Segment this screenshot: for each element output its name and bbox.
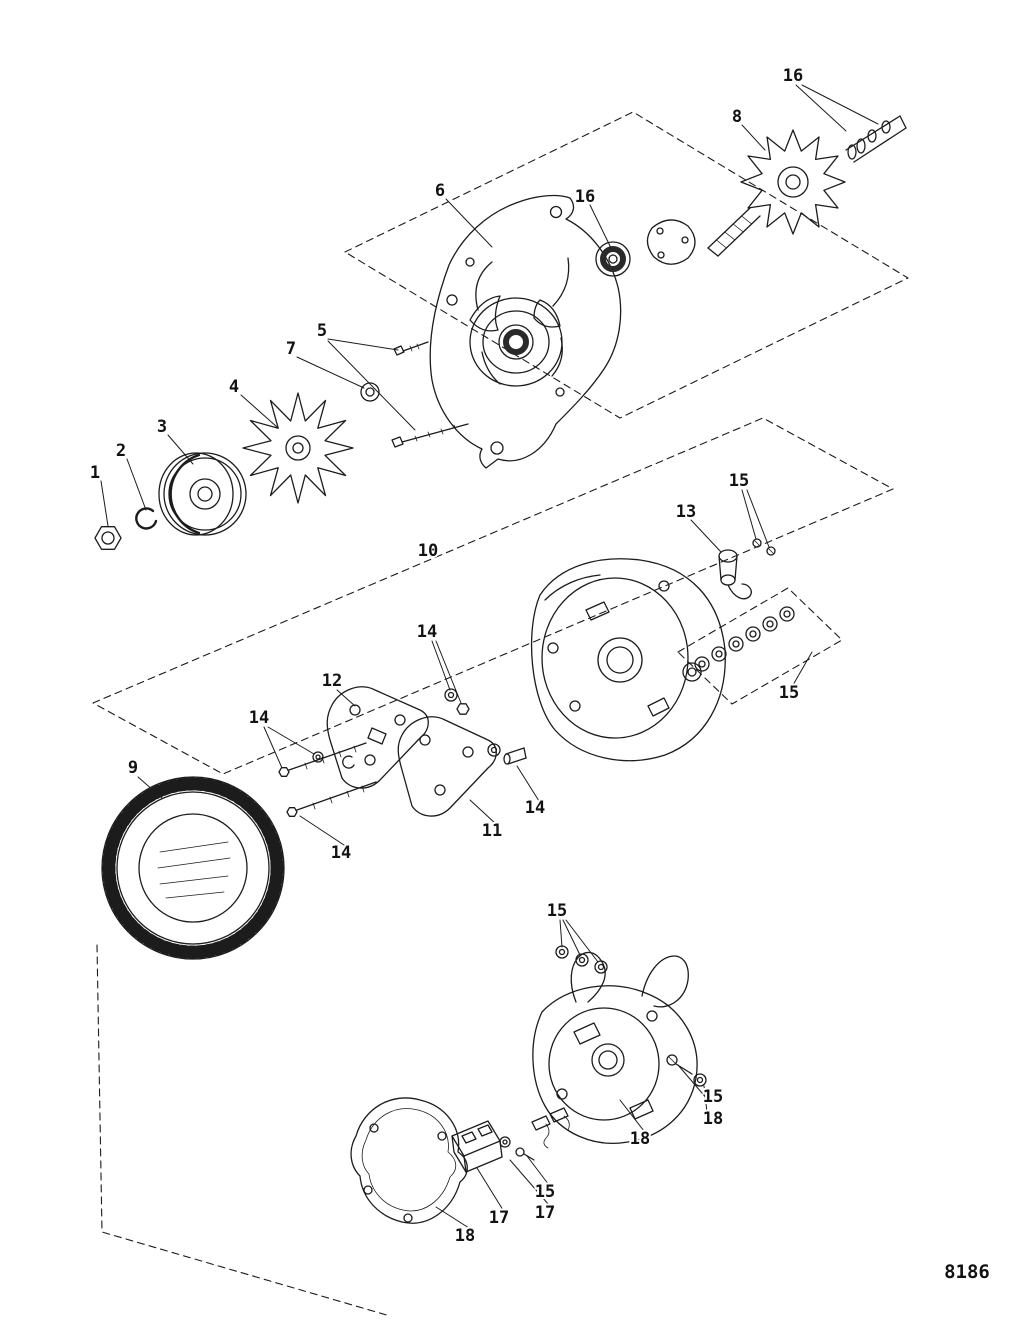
mounting-screws: [391, 341, 469, 448]
callout-15-e: 15: [535, 1182, 555, 1202]
gasket: [350, 1097, 468, 1224]
top-assembly-boundary: [344, 111, 909, 419]
callout-14-a: 14: [417, 622, 437, 642]
fan: [242, 392, 354, 504]
callout-12: 12: [322, 671, 342, 691]
housing-washers: [555, 945, 608, 974]
callout-5: 5: [317, 321, 327, 341]
bottom-assembly-boundary: [96, 944, 391, 1317]
housing-screw-washer: [666, 1054, 707, 1087]
callout-14-c: 14: [331, 843, 351, 863]
terminal-screws: [752, 538, 776, 556]
callout-7: 7: [286, 339, 296, 359]
callout-17-a: 17: [489, 1208, 509, 1228]
callout-15-d: 15: [703, 1087, 723, 1107]
callout-15-c: 15: [547, 901, 567, 921]
nut: [94, 526, 122, 550]
leader-lines: [100, 84, 879, 1229]
regulator-plate: [397, 716, 497, 817]
callout-6: 6: [435, 181, 445, 201]
lead-wires: [570, 951, 689, 1008]
callout-18-c: 18: [455, 1226, 475, 1246]
callout-10: 10: [418, 541, 438, 561]
callout-14-b: 14: [249, 708, 269, 728]
callout-9: 9: [128, 758, 138, 778]
washer-stack-boundary: [677, 587, 843, 705]
pulley: [158, 452, 247, 536]
callout-14-d: 14: [525, 798, 545, 818]
callout-2: 2: [116, 441, 126, 461]
brush-holder-plate: [326, 686, 429, 789]
small-screw-washer: [499, 1136, 535, 1161]
callout-18-b: 18: [630, 1129, 650, 1149]
callouts: 1 2 3 4 5 7 6 16 8 16 10 13 15 15 14 12 …: [88, 64, 805, 1248]
front-bearing: [595, 241, 631, 277]
callout-15-a: 15: [729, 471, 749, 491]
callout-16-b: 16: [783, 66, 803, 86]
callout-4: 4: [229, 377, 239, 397]
bearing-retainer-plate: [646, 219, 696, 265]
nut-washer-pair: [444, 688, 470, 715]
shaft-bearing-rings: [867, 120, 891, 143]
brush-holder: [451, 1120, 503, 1173]
callout-3: 3: [157, 417, 167, 437]
lock-washer: [135, 507, 158, 530]
spacer-washer: [360, 382, 380, 402]
rear-end-frame: [530, 558, 726, 762]
washer-stack: [682, 606, 795, 682]
spacer-pin: [487, 743, 527, 765]
callout-15-b: 15: [779, 683, 799, 703]
terminal-stud: [718, 549, 752, 600]
callout-13: 13: [676, 502, 696, 522]
callout-8: 8: [732, 107, 742, 127]
callout-16-a: 16: [575, 187, 595, 207]
stator: [101, 776, 285, 960]
callout-1: 1: [90, 463, 100, 483]
callout-11: 11: [482, 821, 502, 841]
through-screws: [278, 742, 377, 817]
brush-set: [531, 1107, 570, 1149]
figure-number: 8186: [944, 1261, 990, 1283]
callout-17-b: 17: [535, 1203, 555, 1223]
rotor: [707, 115, 907, 257]
callout-18-a: 18: [703, 1109, 723, 1129]
mid-assembly-boundary: [92, 417, 894, 775]
brush-end-housing: [532, 951, 698, 1144]
front-end-frame: [429, 194, 622, 469]
